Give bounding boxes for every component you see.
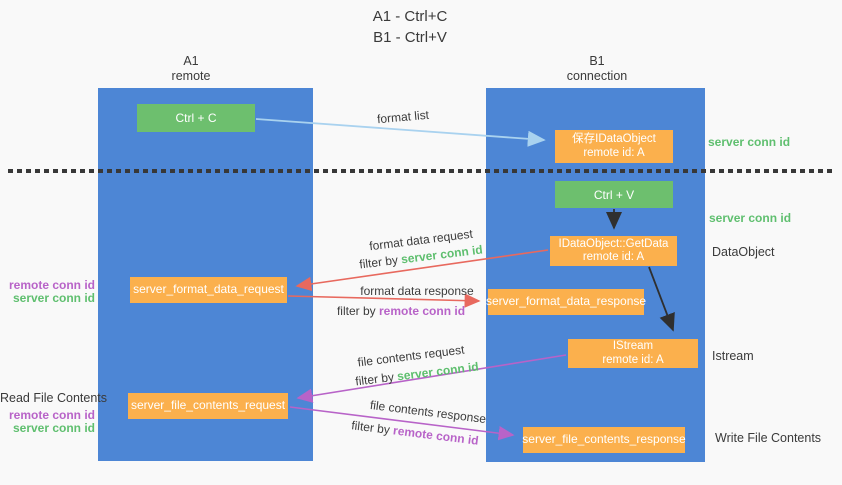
filter-by-text: filter by [336,304,376,318]
node-istream: IStream remote id: A [568,339,698,368]
remote-conn-id-text: remote conn id [8,278,95,292]
node-ctrl-c: Ctrl + C [137,104,255,132]
title-line-1: A1 - Ctrl+C [372,8,448,25]
node-server-file-contents-response-label: server_file_contents_response [522,432,686,447]
lifeline-b1-name: B1 [589,54,605,68]
side-label-server-conn-id-mid: server conn id [709,211,792,225]
title-line-2: B1 - Ctrl+V [373,29,447,46]
node-save-idataobject: 保存IDataObject remote id: A [555,130,673,163]
label-format-data-response: format data response [360,284,474,298]
node-idataobject-getdata: IDataObject::GetData remote id: A [550,236,677,266]
node-idataobject-getdata-line1: IDataObject::GetData [558,237,669,250]
side-label-dataobject: DataObject [712,245,775,259]
node-server-file-contents-response: server_file_contents_response [522,427,686,453]
label-filter-by-remote-conn-id-format: filter by remote conn id [337,304,465,318]
arrow-format-list [255,118,546,147]
left-conn-id-pair-file: remote conn id server conn id [0,409,95,435]
remote-conn-id-text: remote conn id [8,408,95,422]
lifeline-a1-name: A1 [183,54,199,68]
arrow-format-data-response [287,293,481,308]
side-label-read-file-contents: Read File Contents [0,391,108,405]
remote-conn-id-text: remote conn id [379,304,466,318]
node-server-format-data-response-label: server_format_data_response [485,294,647,309]
diagram-title: A1 - Ctrl+C B1 - Ctrl+V [310,6,510,48]
node-server-format-data-response: server_format_data_response [485,289,647,315]
node-ctrl-c-label: Ctrl + C [175,111,217,125]
node-server-file-contents-request: server_file_contents_request [128,393,288,419]
arrow-format-data-request [295,249,549,292]
lifeline-header-a1: A1 remote [121,54,261,84]
node-server-format-data-request: server_format_data_request [130,277,287,303]
node-ctrl-v-label: Ctrl + V [593,187,635,202]
left-conn-id-pair-format: remote conn id server conn id [0,279,95,305]
node-server-file-contents-request-label: server_file_contents_request [130,398,286,413]
arrow-file-contents-response [289,406,515,441]
side-label-server-conn-id-top: server conn id [708,135,791,149]
node-istream-line1: IStream [612,340,654,352]
server-conn-id-text: server conn id [12,421,95,435]
node-server-format-data-request-label: server_format_data_request [133,282,284,297]
lifeline-header-b1: B1 connection [527,54,667,84]
arrow-file-contents-request [296,354,567,403]
node-save-idataobject-line1: 保存IDataObject [572,133,656,145]
arrow-getdata-to-istream [648,266,675,332]
node-istream-line2: remote id: A [602,353,664,366]
node-save-idataobject-line2: remote id: A [583,146,645,159]
node-ctrl-v: Ctrl + V [555,181,673,208]
node-idataobject-getdata-line2: remote id: A [582,251,645,263]
side-label-write-file-contents: Write File Contents [715,431,822,445]
lifeline-a1-subtitle: remote [171,69,211,83]
session-divider-dotted-line [8,169,836,173]
side-label-istream: Istream [712,349,754,363]
lifeline-b1-subtitle: connection [566,69,628,83]
server-conn-id-text: server conn id [12,291,95,305]
